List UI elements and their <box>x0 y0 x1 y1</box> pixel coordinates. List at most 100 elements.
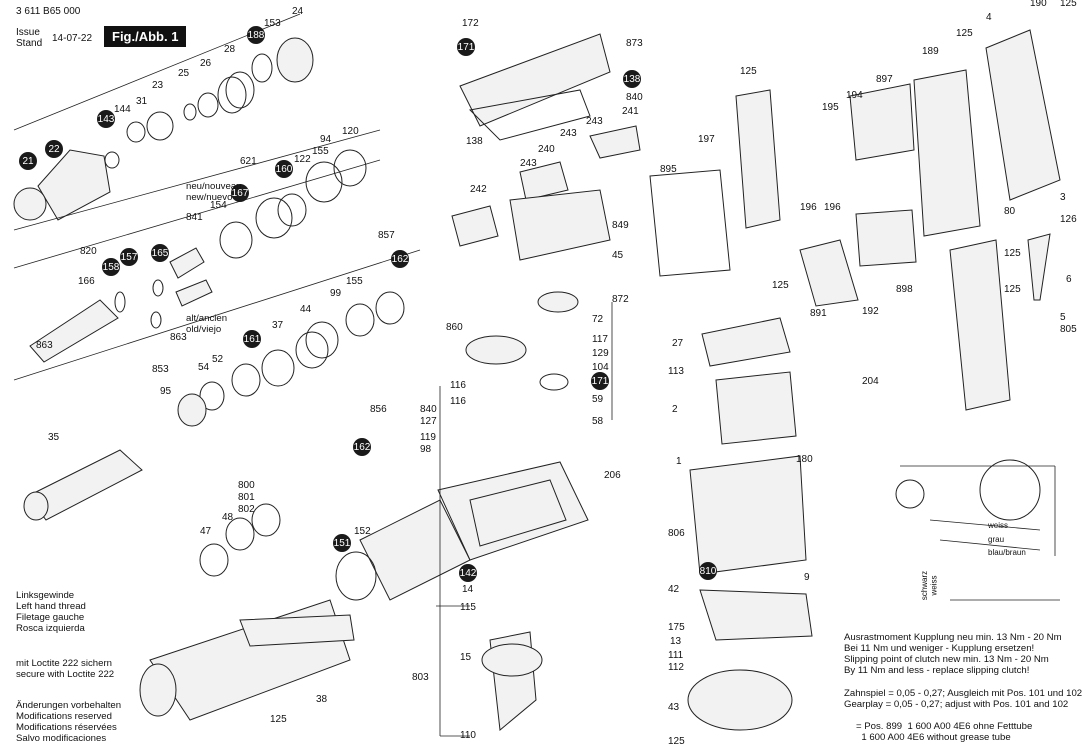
wiring-schematic <box>895 459 1060 601</box>
callout-number: 59 <box>592 394 604 405</box>
callout-number: 194 <box>846 90 863 101</box>
callout-number: 44 <box>300 304 312 315</box>
callout-number: 72 <box>592 314 604 325</box>
callout-number: 161 <box>244 334 261 345</box>
callout-number: 28 <box>224 44 236 55</box>
callout-number: 853 <box>152 364 169 375</box>
callout-number: 13 <box>670 636 682 647</box>
callout-number: 151 <box>334 538 351 549</box>
callout-number: 23 <box>152 80 164 91</box>
callout-number: 160 <box>276 164 293 175</box>
old-label: alt/ancien old/viejo <box>186 313 228 335</box>
callout-number: 891 <box>810 308 827 319</box>
callout-number: 897 <box>876 74 893 85</box>
callout-number: 138 <box>624 74 641 85</box>
bottom-left-parts <box>139 499 471 721</box>
callout-number: 48 <box>222 512 234 523</box>
callout-number: 125 <box>956 28 973 39</box>
callout-number: 167 <box>232 188 249 199</box>
left-thread-note: Linksgewinde Left hand thread Filetage g… <box>16 590 86 634</box>
callout-number: 243 <box>520 158 537 169</box>
callout-number: 241 <box>622 106 639 117</box>
callout-number: 195 <box>822 102 839 113</box>
callout-number: 9 <box>804 572 810 583</box>
callout-number: 157 <box>121 252 138 263</box>
callout-number: 204 <box>862 376 879 387</box>
wire-white-2: weiss <box>929 575 939 596</box>
callout-number: 115 <box>460 602 476 613</box>
callout-number: 43 <box>668 702 680 713</box>
callout-number: 113 <box>668 366 684 377</box>
callout-number: 15 <box>460 652 472 663</box>
callout-number: 242 <box>470 184 487 195</box>
callout-number: 841 <box>186 212 203 223</box>
callout-number: 95 <box>160 386 172 397</box>
callout-number: 54 <box>198 362 210 373</box>
callout-number: 47 <box>200 526 212 537</box>
middle-row-parts <box>13 149 421 381</box>
callout-number: 863 <box>36 340 53 351</box>
changes-note: Änderungen vorbehalten Modifications res… <box>16 700 122 744</box>
callout-number: 58 <box>592 416 604 427</box>
callout-number: 165 <box>152 248 169 259</box>
callout-number: 125 <box>1004 248 1021 259</box>
callout-badge <box>391 250 409 268</box>
callout-number: 119 <box>420 432 436 443</box>
loctite-note: mit Loctite 222 sichern secure with Loct… <box>16 658 115 680</box>
callout-number: 112 <box>668 662 684 673</box>
callout-number: 125 <box>740 66 757 77</box>
callout-number: 52 <box>212 354 224 365</box>
callout-number: 122 <box>294 154 311 165</box>
callout-number: 849 <box>612 220 629 231</box>
callout-number: 175 <box>668 622 685 633</box>
callout-number: 116 <box>450 380 466 391</box>
callout-number: 856 <box>370 404 387 415</box>
lower-row-parts <box>23 291 405 521</box>
callout-badge <box>591 372 609 390</box>
callout-number: 142 <box>460 568 477 579</box>
callout-number: 803 <box>412 672 429 683</box>
wire-grey: grau <box>988 535 1005 544</box>
callout-number: 42 <box>668 584 680 595</box>
callout-number: 1 <box>676 456 682 467</box>
callout-badge <box>623 70 641 88</box>
callout-number: 872 <box>612 294 629 305</box>
callout-number: 154 <box>210 200 227 211</box>
grease-note: = Pos. 899 1 600 A00 4E6 ohne Fetttube 1… <box>856 721 1033 743</box>
callout-number: 192 <box>862 306 879 317</box>
callout-number: 80 <box>1004 206 1016 217</box>
callout-number: 94 <box>320 134 332 145</box>
callout-badge <box>151 244 169 262</box>
callout-number: 243 <box>586 116 603 127</box>
callout-number: 171 <box>458 42 475 53</box>
callout-number: 857 <box>378 230 395 241</box>
callout-number: 4 <box>986 12 992 23</box>
callout-number: 126 <box>1060 214 1077 225</box>
callout-number: 197 <box>698 134 715 145</box>
callout-number: 143 <box>98 114 115 125</box>
callout-number: 104 <box>592 362 609 373</box>
figure-badge: Fig./Abb. 1 <box>104 26 187 47</box>
callout-badge <box>353 438 371 456</box>
issue-label: Issue <box>16 27 40 38</box>
gear-play-note: Zahnspiel = 0,05 - 0,27; Ausgleich mit P… <box>844 688 1083 710</box>
callout-badge <box>120 248 138 266</box>
motor-stack <box>687 317 813 731</box>
callout-number: 14 <box>462 584 474 595</box>
callout-number: 155 <box>312 146 329 157</box>
callout-number: 188 <box>248 30 265 41</box>
callout-number: 206 <box>604 470 621 481</box>
callout-badge <box>243 330 261 348</box>
callout-number: 196 <box>824 202 841 213</box>
doc-number: 3 611 B65 000 <box>16 6 81 17</box>
callout-badge <box>457 38 475 56</box>
callout-number: 45 <box>612 250 624 261</box>
callout-badge <box>97 110 115 128</box>
callout-number: 5 <box>1060 312 1066 323</box>
callout-number: 863 <box>170 332 187 343</box>
callout-number: 158 <box>103 262 120 273</box>
callout-number: 22 <box>48 144 60 155</box>
callout-number: 125 <box>270 714 287 725</box>
